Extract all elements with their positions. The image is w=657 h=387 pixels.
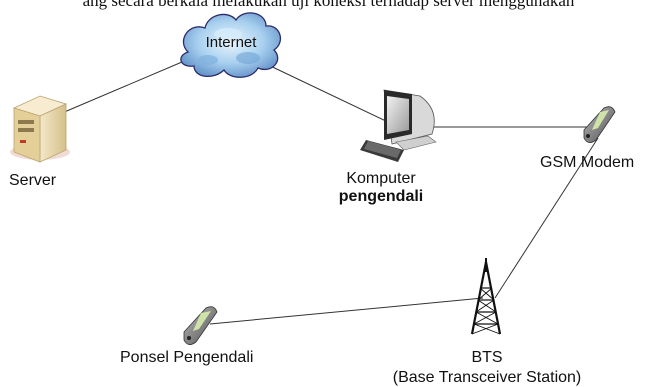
link-server-internet [61,61,183,114]
gsm-modem-icon [583,106,616,143]
server-label: Server [9,172,57,189]
bts-label: BTS [471,349,503,366]
pengendali-label: pengendali [338,188,424,205]
bts-tower-icon [470,258,502,335]
link-internet-komputer [261,61,389,123]
server-icon [10,95,70,163]
internet-cloud-icon [180,12,282,78]
internet-label: Internet [205,34,257,51]
page-header-text: ang secara berkala melakukan uji koneksi… [82,0,575,10]
link-bts-ponsel [209,297,484,325]
gsm-modem-label: GSM Modem [540,154,635,171]
bts-description-label: (Base Transceiver Station) [392,369,582,386]
komputer-label: Komputer [346,170,416,187]
computer-icon [360,89,437,162]
ponsel-label: Ponsel Pengendali [120,349,254,366]
connection-lines [61,61,599,325]
ponsel-phone-icon [183,306,218,345]
link-gsm-modem-bts [494,137,599,299]
